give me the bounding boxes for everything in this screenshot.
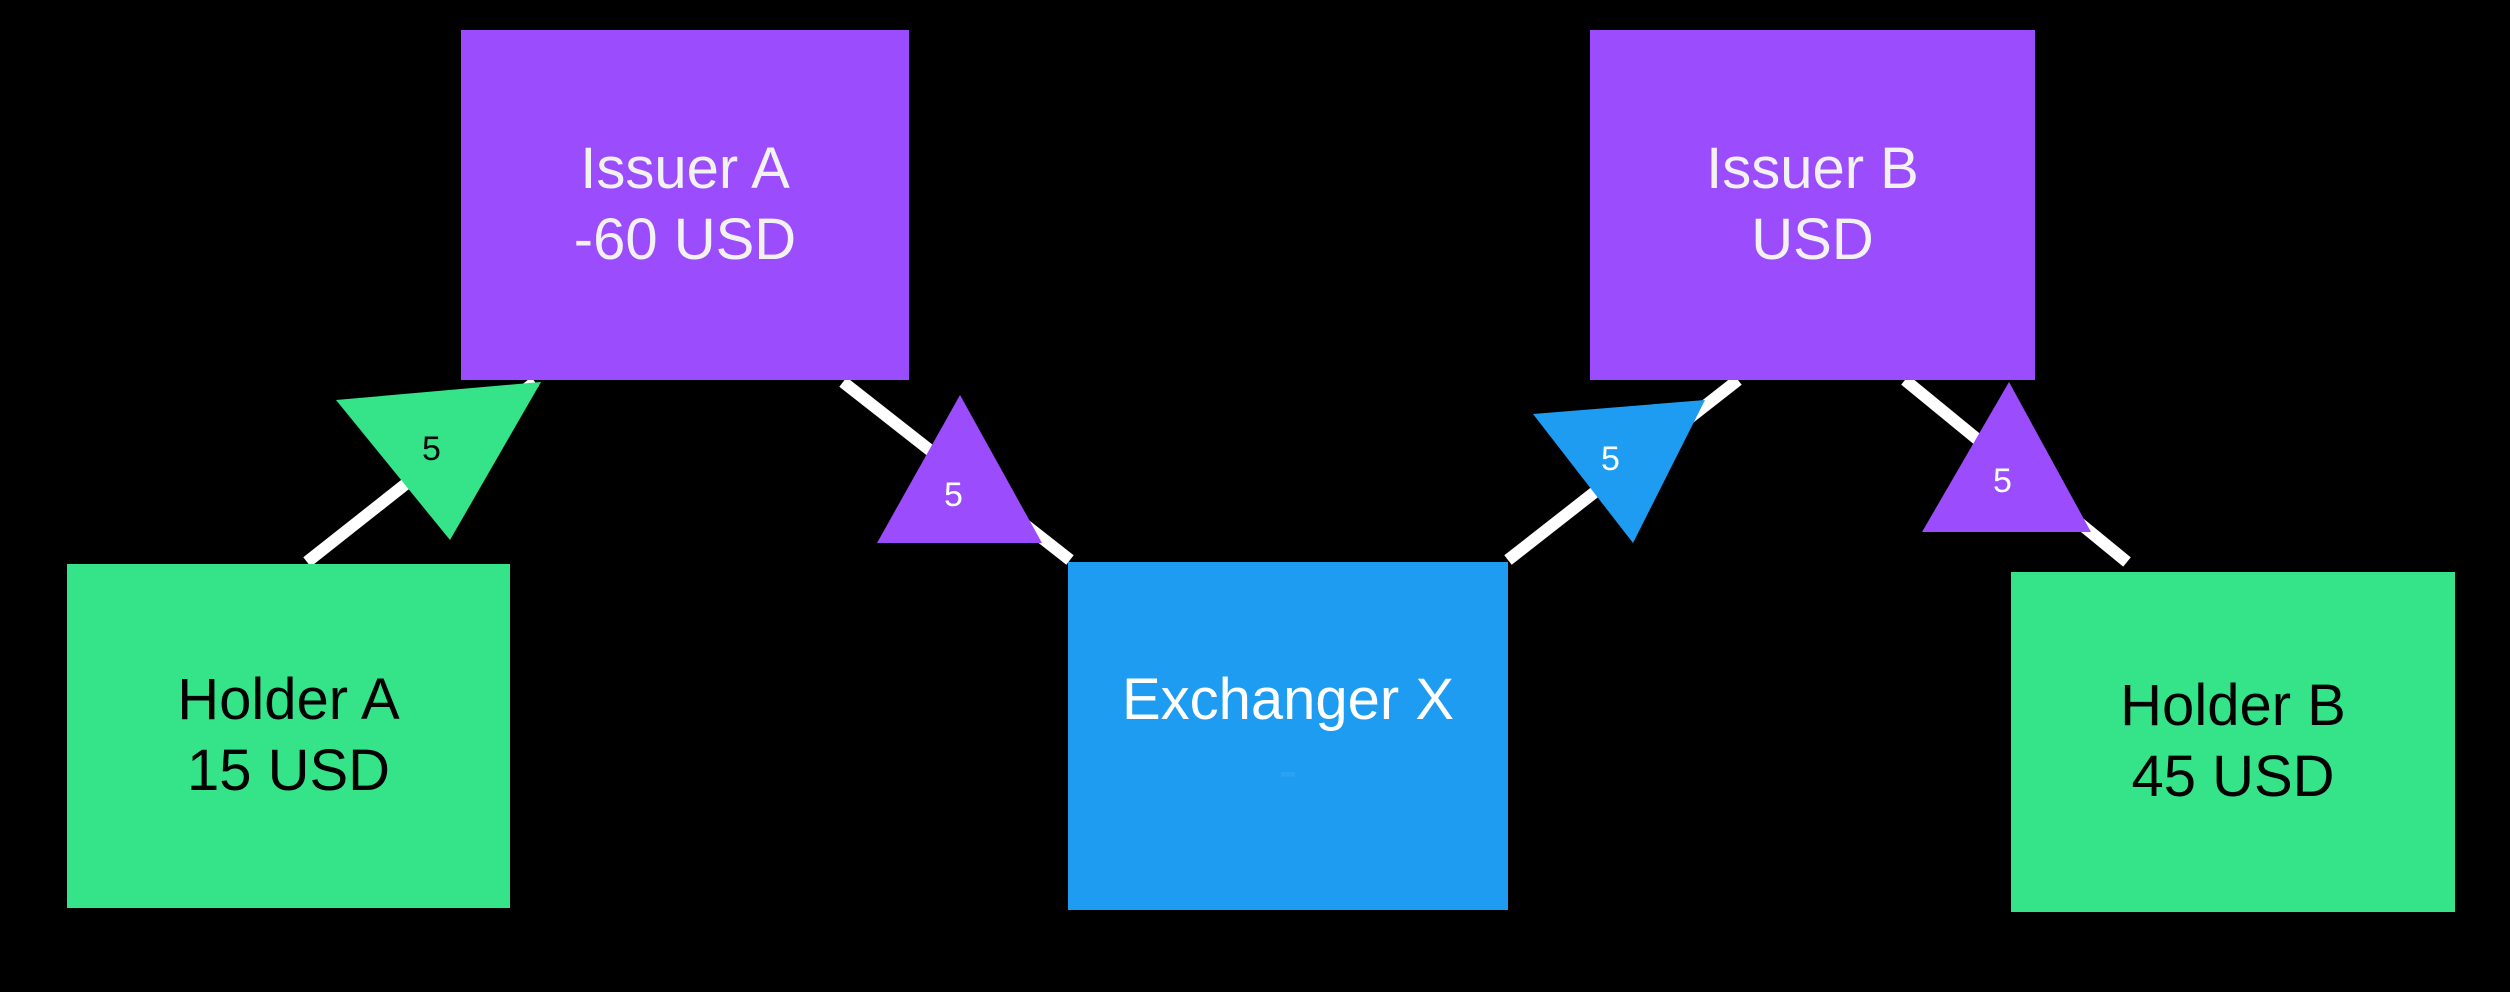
node-title: Issuer B (1706, 136, 1919, 202)
node-title: Issuer A (580, 136, 790, 202)
flow-marker-triangle (1922, 382, 2091, 532)
flow-marker-triangle (1533, 400, 1705, 543)
node-title: Exchanger X (1121, 667, 1455, 733)
node-balance: - (1278, 738, 1298, 803)
node-title: Holder B (2120, 673, 2346, 739)
flow-marker-triangle (336, 382, 541, 540)
node-balance: -60 USD (573, 207, 797, 272)
node-issuer-a[interactable]: Issuer A-60 USD (461, 30, 909, 380)
node-balance: USD (1751, 207, 1874, 272)
node-title: Holder A (177, 667, 400, 733)
node-balance: 15 USD (186, 738, 391, 803)
node-exchanger-x[interactable]: Exchanger X- (1068, 562, 1508, 910)
node-balance: 45 USD (2131, 744, 2335, 809)
flow-marker-triangle (877, 395, 1042, 543)
